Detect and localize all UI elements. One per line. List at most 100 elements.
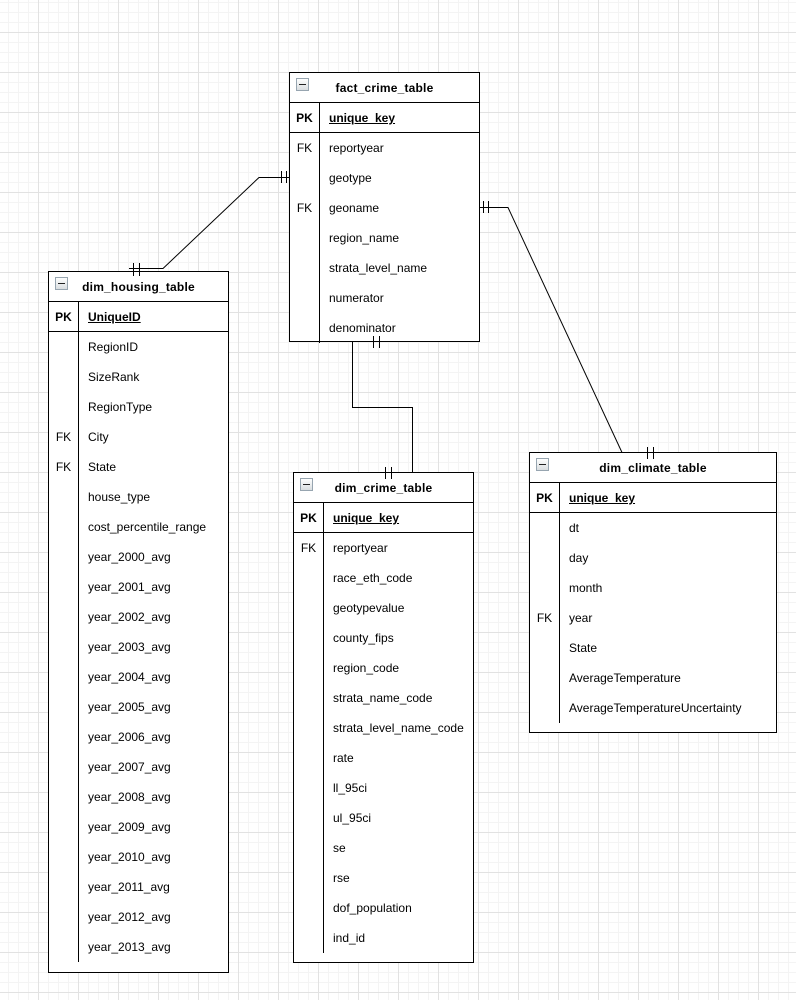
field-row[interactable]: year_2003_avg — [49, 632, 228, 662]
field-row[interactable]: year_2010_avg — [49, 842, 228, 872]
connector-fact-climate[interactable] — [480, 207, 660, 453]
field-row[interactable]: ll_95ci — [294, 773, 473, 803]
collapse-minus-icon[interactable] — [55, 277, 68, 290]
fk-badge — [294, 743, 324, 773]
field-row[interactable]: year_2006_avg — [49, 722, 228, 752]
field-name: year_2007_avg — [88, 760, 171, 774]
connector-fact-crime[interactable] — [352, 341, 413, 473]
field-row[interactable]: State — [530, 633, 776, 663]
fk-badge — [294, 833, 324, 863]
fk-badge — [49, 872, 79, 902]
field-row[interactable]: strata_level_name — [290, 253, 479, 283]
field-name: strata_level_name_code — [333, 721, 464, 735]
field-row[interactable]: race_eth_code — [294, 563, 473, 593]
fk-badge: FK — [290, 133, 320, 163]
field-row[interactable]: year_2009_avg — [49, 812, 228, 842]
field-row[interactable]: AverageTemperatureUncertainty — [530, 693, 776, 723]
field-name: dof_population — [333, 901, 412, 915]
field-row[interactable]: month — [530, 573, 776, 603]
field-name: geotype — [329, 171, 372, 185]
field-row[interactable]: dt — [530, 513, 776, 543]
field-row[interactable]: year_2004_avg — [49, 662, 228, 692]
table-header[interactable]: dim_crime_table — [294, 473, 473, 503]
field-row[interactable]: ind_id — [294, 923, 473, 953]
field-row[interactable]: denominator — [290, 313, 479, 343]
field-name: RegionID — [88, 340, 139, 354]
collapse-minus-icon[interactable] — [536, 458, 549, 471]
field-name: cost_percentile_range — [88, 520, 207, 534]
field-row[interactable]: year_2012_avg — [49, 902, 228, 932]
field-row[interactable]: rate — [294, 743, 473, 773]
field-row[interactable]: se — [294, 833, 473, 863]
field-name: county_fips — [333, 631, 394, 645]
field-name: year_2004_avg — [88, 670, 171, 684]
collapse-minus-icon[interactable] — [300, 478, 313, 491]
field-row[interactable]: numerator — [290, 283, 479, 313]
field-row[interactable]: region_name — [290, 223, 479, 253]
field-row[interactable]: rse — [294, 863, 473, 893]
fk-badge — [530, 513, 560, 543]
fk-badge: FK — [290, 193, 320, 223]
field-row[interactable]: ul_95ci — [294, 803, 473, 833]
field-name: AverageTemperature — [569, 671, 681, 685]
field-name: State — [88, 460, 117, 474]
field-row[interactable]: year_2005_avg — [49, 692, 228, 722]
field-name: ul_95ci — [333, 811, 372, 825]
field-row[interactable]: county_fips — [294, 623, 473, 653]
field-name: region_code — [333, 661, 400, 675]
field-row[interactable]: region_code — [294, 653, 473, 683]
field-row[interactable]: year_2011_avg — [49, 872, 228, 902]
connector-fact-housing[interactable] — [129, 177, 289, 269]
field-row[interactable]: year_2001_avg — [49, 572, 228, 602]
field-row[interactable]: geotype — [290, 163, 479, 193]
pk-field-name: unique_key — [569, 491, 636, 505]
field-name: year_2001_avg — [88, 580, 171, 594]
field-row[interactable]: year_2000_avg — [49, 542, 228, 572]
field-row[interactable]: house_type — [49, 482, 228, 512]
field-row[interactable]: year_2013_avg — [49, 932, 228, 962]
table-header[interactable]: dim_climate_table — [530, 453, 776, 483]
field-name: AverageTemperatureUncertainty — [569, 701, 742, 715]
fk-badge — [49, 902, 79, 932]
field-row[interactable]: year_2007_avg — [49, 752, 228, 782]
field-row[interactable]: RegionType — [49, 392, 228, 422]
table-header[interactable]: fact_crime_table — [290, 73, 479, 103]
field-row[interactable]: SizeRank — [49, 362, 228, 392]
cardinality-one-ticks-fact-climate — [483, 201, 654, 459]
fk-badge — [294, 863, 324, 893]
field-row[interactable]: dof_population — [294, 893, 473, 923]
fk-badge — [530, 543, 560, 573]
table-title: dim_housing_table — [82, 279, 195, 294]
field-row[interactable]: strata_level_name_code — [294, 713, 473, 743]
field-name: dt — [569, 521, 580, 535]
field-row[interactable]: RegionID — [49, 332, 228, 362]
collapse-minus-icon[interactable] — [296, 78, 309, 91]
field-row[interactable]: AverageTemperature — [530, 663, 776, 693]
field-row[interactable]: geotypevalue — [294, 593, 473, 623]
field-row[interactable]: day — [530, 543, 776, 573]
field-name: day — [569, 551, 589, 565]
field-row[interactable]: cost_percentile_range — [49, 512, 228, 542]
table-header[interactable]: dim_housing_table — [49, 272, 228, 302]
fk-badge — [294, 773, 324, 803]
field-row[interactable]: year_2002_avg — [49, 602, 228, 632]
field-row[interactable]: year_2008_avg — [49, 782, 228, 812]
field-name: year_2005_avg — [88, 700, 171, 714]
fk-badge — [294, 563, 324, 593]
field-row[interactable]: strata_name_code — [294, 683, 473, 713]
